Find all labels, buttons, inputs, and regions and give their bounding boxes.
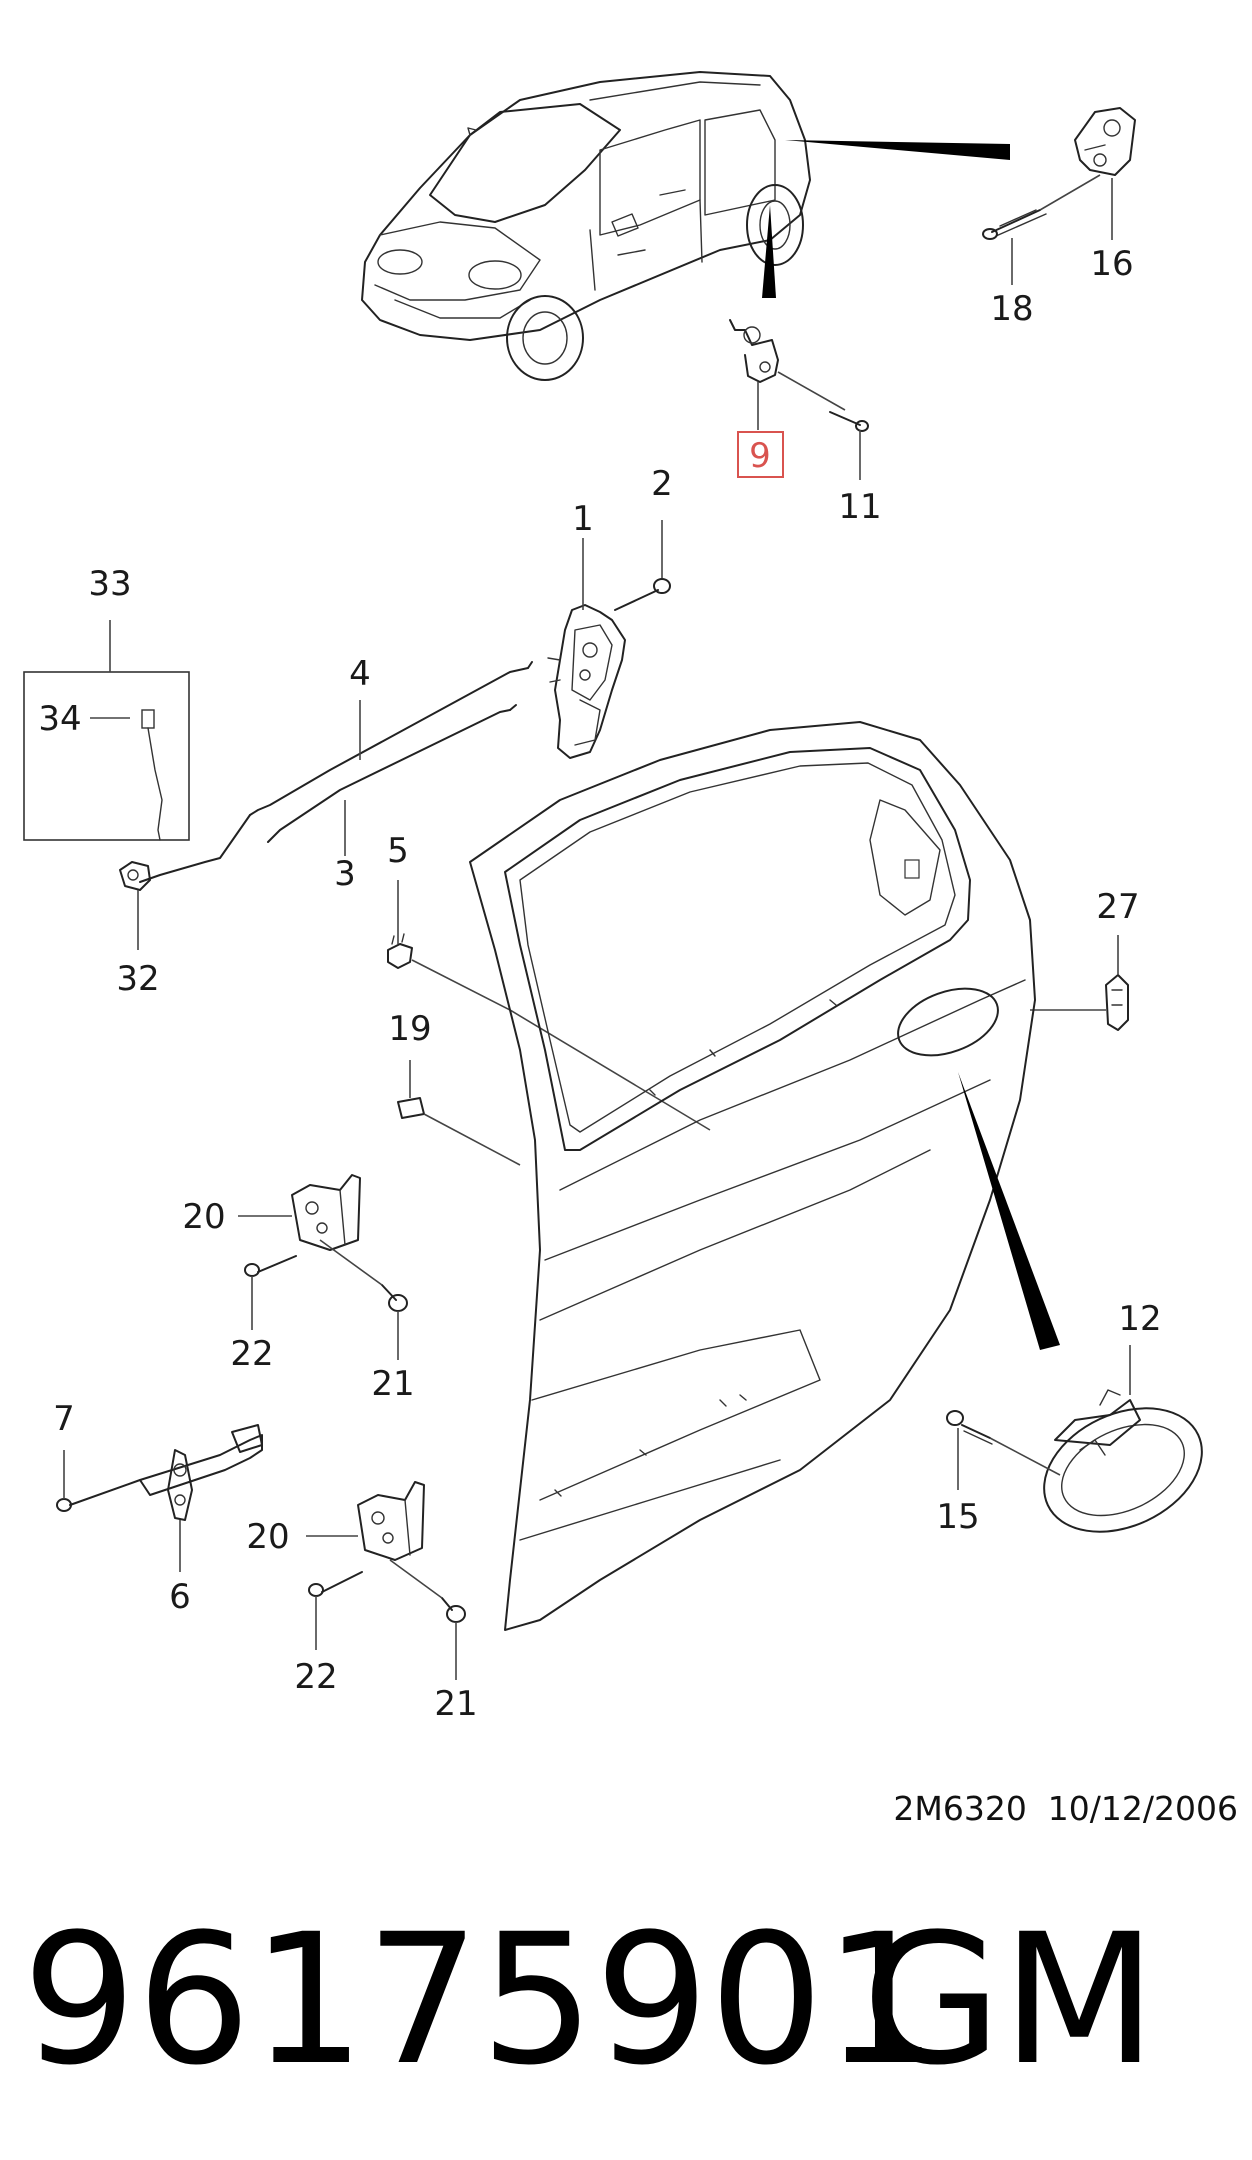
- callout-3: 3: [334, 854, 356, 894]
- callout-19: 19: [388, 1009, 431, 1049]
- callout-7: 7: [53, 1399, 75, 1439]
- pointer-wedge-handle: [958, 1072, 1060, 1350]
- callout-2: 2: [651, 464, 673, 504]
- callout-33: 33: [88, 564, 131, 604]
- door-striker-part: [1074, 107, 1136, 176]
- bolt-21b-part: [441, 1597, 466, 1623]
- callout-22a: 22: [230, 1334, 273, 1374]
- door-latch-part: [547, 604, 626, 759]
- callout-5: 5: [387, 831, 409, 871]
- bolt-15-part: [946, 1410, 993, 1445]
- callout-15: 15: [936, 1497, 979, 1537]
- pad-19-part: [397, 1097, 425, 1119]
- callout-32: 32: [116, 959, 159, 999]
- clip-27-part: [1105, 974, 1129, 1031]
- pointer-wedge-lower: [762, 205, 776, 298]
- callout-4: 4: [349, 654, 371, 694]
- part-number: 96175901: [22, 1896, 938, 2105]
- drawing-reference: 2M6320 10/12/2006: [893, 1789, 1238, 1828]
- leader-18: [1039, 174, 1101, 211]
- rod-34-part: [141, 709, 163, 841]
- callout-9[interactable]: 9: [749, 436, 771, 476]
- bolt-22b-part: [308, 1571, 363, 1597]
- callout-20a: 20: [182, 1197, 225, 1237]
- leader-21b-link: [389, 1559, 443, 1599]
- leader-21a-link: [319, 1239, 383, 1286]
- callout-21b: 21: [434, 1684, 477, 1724]
- door-check-part: [139, 1424, 263, 1521]
- leader-19-door: [423, 1113, 521, 1166]
- rods-3-4-part: [139, 661, 533, 883]
- callout-27: 27: [1096, 887, 1139, 927]
- rear-door-panel: [469, 721, 1036, 1631]
- pointer-wedge-upper: [785, 140, 1010, 160]
- callout-16: 16: [1090, 244, 1133, 284]
- clip-5-part: [387, 933, 413, 969]
- screw-11-part: [829, 411, 869, 432]
- bracket-32-part: [119, 861, 151, 891]
- callout-12: 12: [1118, 1299, 1161, 1339]
- bolt-21a-part: [381, 1284, 408, 1312]
- car-illustration: [361, 71, 811, 381]
- outside-handle-part: [1043, 1389, 1203, 1533]
- callout-1: 1: [572, 499, 594, 539]
- bolt-22a-part: [244, 1255, 297, 1277]
- callout-18: 18: [990, 289, 1033, 329]
- leader-15-handle: [989, 1437, 1061, 1476]
- callout-22b: 22: [294, 1657, 337, 1697]
- upper-hinge-part: [291, 1174, 361, 1251]
- callout-20b: 20: [246, 1517, 289, 1557]
- part-9-lock-cylinder: [729, 319, 779, 383]
- leader-5-door: [411, 959, 711, 1131]
- bolt-7-part: [56, 1479, 141, 1512]
- callout-11: 11: [838, 487, 881, 527]
- brand-name: GM: [862, 1896, 1157, 2105]
- lower-hinge-part: [357, 1481, 425, 1561]
- bolt-2-part: [614, 578, 671, 611]
- leader-11-screw: [777, 371, 846, 411]
- callout-9-highlight-box[interactable]: [737, 431, 784, 478]
- callout-21a: 21: [371, 1364, 414, 1404]
- callout-6: 6: [169, 1577, 191, 1617]
- screw-18-part: [982, 209, 1047, 240]
- callout-34: 34: [38, 699, 81, 739]
- kit-33-box: [23, 671, 190, 841]
